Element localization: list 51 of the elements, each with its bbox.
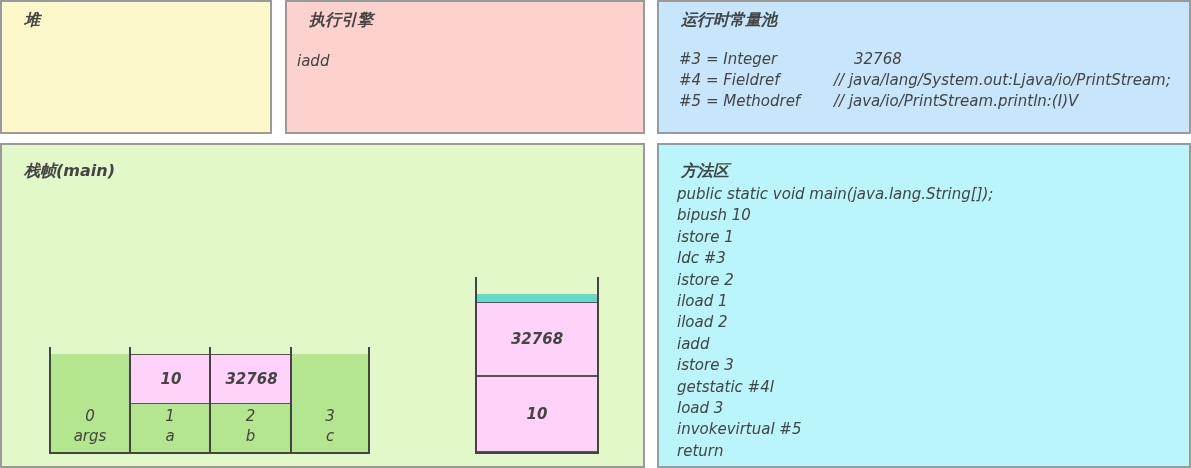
bytecode-line: return <box>677 441 724 460</box>
variable-name: a <box>164 427 176 445</box>
constant-comment: // java/lang/System.out:Ljava/io/PrintStream; <box>834 71 1171 89</box>
bytecode-line: istore 2 <box>677 270 734 289</box>
panel-title: 堆 <box>24 10 40 31</box>
value-cell <box>211 354 292 404</box>
value-cell <box>477 302 597 376</box>
bytecode-line: iadd <box>677 334 710 353</box>
constant-value: 32768 <box>854 50 902 68</box>
bytecode-line: public static void main(java.lang.String[]); <box>677 185 994 203</box>
constant-entry: #5 = Methodref <box>679 92 801 110</box>
constant-entry: #4 = Fieldref <box>679 71 780 89</box>
panel-title: 运行时常量池 <box>681 10 777 31</box>
local-variable-slot <box>129 347 209 454</box>
slot-index: 2 <box>244 407 257 425</box>
memory-area-panel <box>0 143 645 468</box>
bytecode-line: load 3 <box>677 399 724 417</box>
memory-area-panel <box>657 0 1191 134</box>
slot-index: 0 <box>84 407 96 425</box>
variable-name: c <box>324 427 336 445</box>
stack-top-bar <box>477 294 597 302</box>
instruction-text: iadd <box>297 52 330 70</box>
bytecode-line: invokevirtual #5 <box>677 420 802 439</box>
bytecode-line: bipush 10 <box>677 206 751 225</box>
bytecode-line: istore 3 <box>677 356 734 375</box>
constant-entry: #3 = Integer <box>679 50 778 68</box>
panel-title: 执行引擎 <box>309 10 373 31</box>
variable-name: b <box>244 427 257 445</box>
slot-index: 1 <box>164 407 176 425</box>
memory-area-panel <box>0 0 272 134</box>
cell-value: 10 <box>159 370 183 388</box>
variable-name: args <box>72 427 108 445</box>
panel-title: 栈帧(main) <box>24 161 115 182</box>
local-variable-slot <box>209 347 290 454</box>
bytecode-line: iload 2 <box>677 313 728 332</box>
slot-index: 3 <box>324 407 336 425</box>
memory-area-panel <box>285 0 645 134</box>
local-variable-slot <box>290 347 370 454</box>
operand-stack <box>475 277 599 454</box>
value-cell <box>477 376 597 452</box>
value-cell <box>131 354 211 404</box>
memory-area-panel <box>657 143 1191 468</box>
constant-comment: // java/io/PrintStream.println:(I)V <box>834 92 1079 110</box>
bytecode-line: iload 1 <box>677 292 728 310</box>
local-variable-slot <box>49 347 129 454</box>
cell-value: 10 <box>525 405 549 423</box>
bytecode-line: istore 1 <box>677 227 734 246</box>
bytecode-line: ldc #3 <box>677 249 726 268</box>
cell-value: 32768 <box>509 330 565 348</box>
cell-value: 32768 <box>224 370 279 388</box>
bytecode-line: getstatic #4l <box>677 377 774 396</box>
